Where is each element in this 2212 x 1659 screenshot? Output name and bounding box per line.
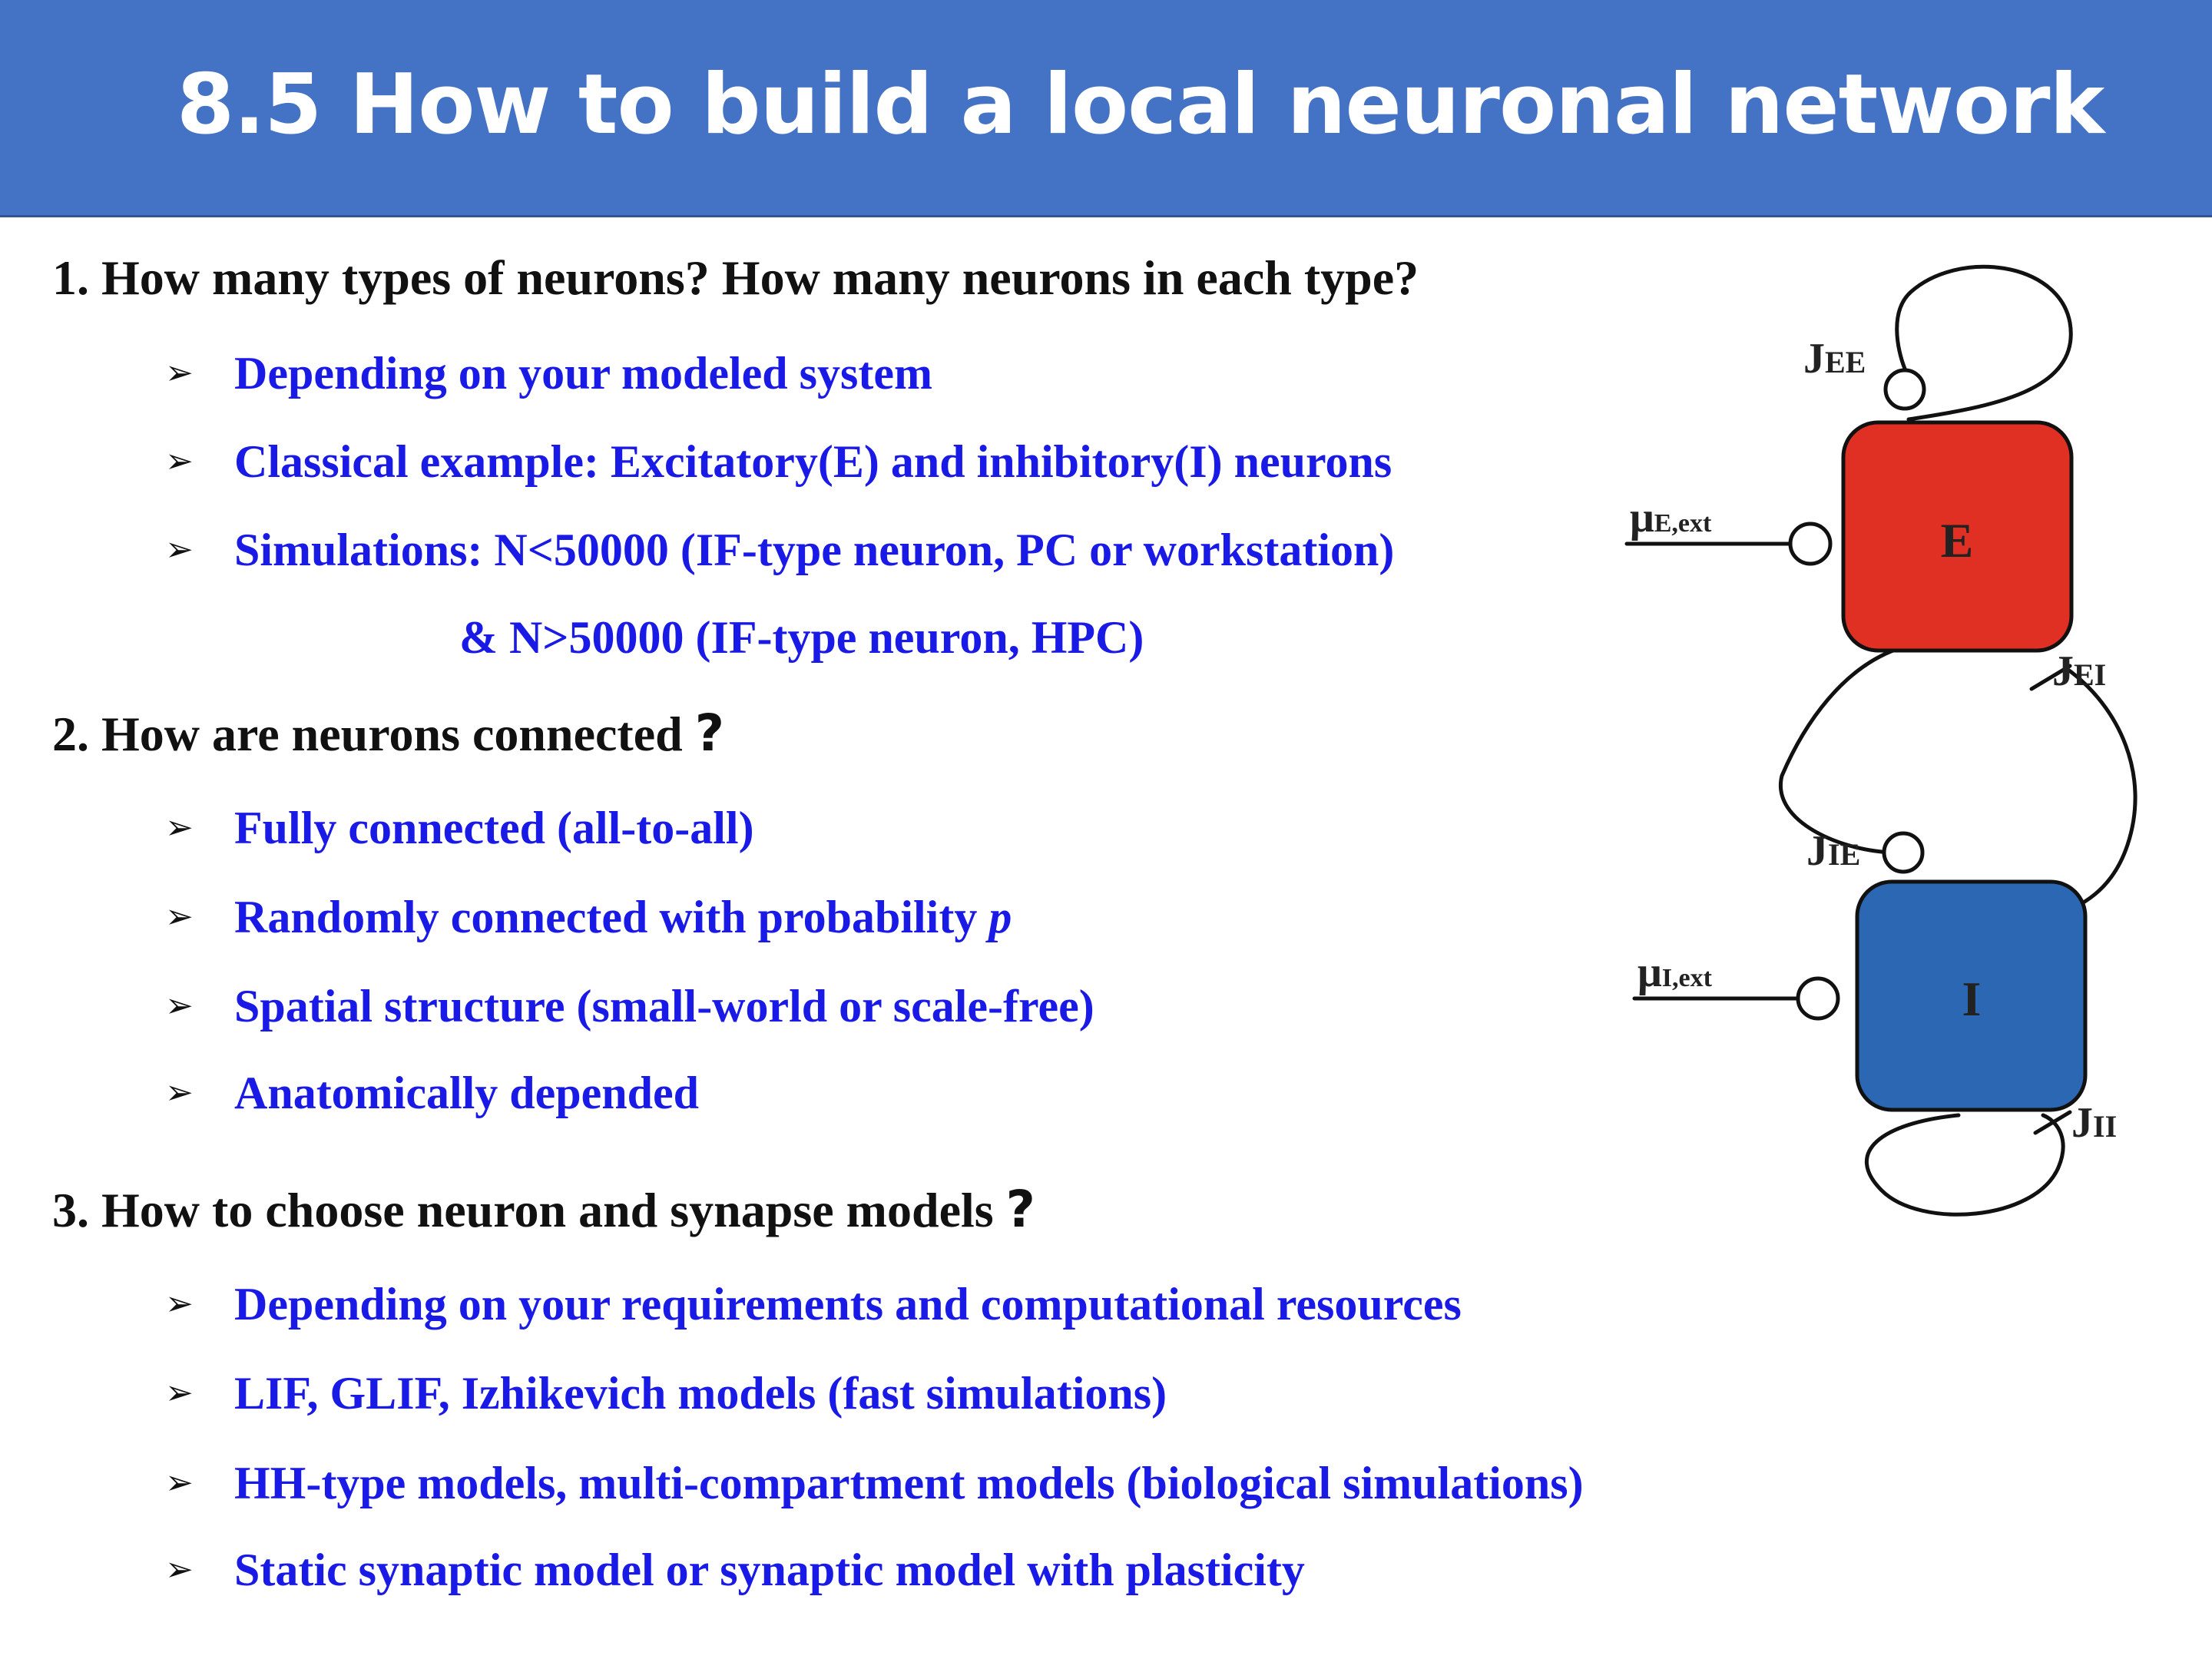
arrow-bullet-icon: ➢ bbox=[165, 1550, 194, 1589]
arrow-bullet-icon: ➢ bbox=[165, 1073, 194, 1112]
mu-e-label: μE,ext bbox=[1630, 494, 1712, 541]
inhibitory-node bbox=[1855, 879, 2088, 1112]
arrow-bullet-icon: ➢ bbox=[165, 986, 194, 1025]
bullet-text: HH-type models, multi-compartment models… bbox=[234, 1458, 1584, 1508]
mu-i-circle-terminal bbox=[1796, 976, 1840, 1021]
question-text: 2. How are neurons connected bbox=[52, 707, 683, 761]
bullet-text: Spatial structure (small-world or scale-… bbox=[234, 981, 1094, 1031]
jei-label: JEI bbox=[2052, 647, 2106, 695]
jee-circle-terminal bbox=[1883, 368, 1926, 411]
bullet-text: Fully connected (all-to-all) bbox=[234, 803, 754, 853]
question-mark: ? bbox=[1005, 1180, 1035, 1239]
bullet-text: Depending on your modeled system bbox=[234, 348, 932, 399]
question-mark: ? bbox=[694, 704, 725, 763]
question-text: 3. How to choose neuron and synapse mode… bbox=[52, 1183, 994, 1237]
jee-loop bbox=[1895, 264, 2073, 422]
bullet-text: Depending on your requirements and compu… bbox=[234, 1279, 1462, 1330]
arrow-bullet-icon: ➢ bbox=[165, 808, 194, 847]
bullet-1-3-continuation: & N>50000 (IF-type neuron, HPC) bbox=[459, 612, 1144, 663]
arrow-bullet-icon: ➢ bbox=[165, 530, 194, 569]
arrow-bullet-icon: ➢ bbox=[165, 353, 194, 392]
question-2: 2. How are neurons connected ? bbox=[52, 703, 724, 765]
jii-loop bbox=[1864, 1113, 2065, 1217]
probability-symbol: p bbox=[988, 892, 1012, 942]
excitatory-node bbox=[1841, 420, 2074, 653]
jei-path bbox=[2048, 666, 2137, 920]
title-banner: 8.5 How to build a local neuronal networ… bbox=[0, 0, 2212, 217]
jie-path bbox=[1778, 647, 1899, 855]
jee-label: JEE bbox=[1803, 335, 1866, 382]
bullet-text: Anatomically depended bbox=[234, 1068, 700, 1118]
bullet-text: Classical example: Excitatory(E) and inh… bbox=[234, 436, 1392, 487]
jii-label: JII bbox=[2071, 1099, 2117, 1147]
bullet-text: Simulations: N<50000 (IF-type neuron, PC… bbox=[234, 525, 1395, 575]
arrow-bullet-icon: ➢ bbox=[165, 897, 194, 936]
ei-network-svg: E I JEE JEI JIE JII μE,ext μI,ext bbox=[1624, 264, 2137, 1217]
jie-label: JIE bbox=[1806, 827, 1860, 875]
jii-bar-terminal bbox=[2033, 1110, 2072, 1135]
bullet-text-main: Randomly connected with probability bbox=[234, 892, 989, 942]
arrow-bullet-icon: ➢ bbox=[165, 1463, 194, 1502]
mu-e-circle-terminal bbox=[1788, 522, 1833, 566]
arrow-bullet-icon: ➢ bbox=[165, 1373, 194, 1412]
jei-bar-terminal bbox=[2029, 664, 2072, 691]
ei-network-diagram: E I JEE JEI JIE JII μE,ext μI,ext bbox=[1590, 253, 2212, 1252]
arrow-bullet-icon: ➢ bbox=[165, 1284, 194, 1323]
bullet-text: Static synaptic model or synaptic model … bbox=[234, 1545, 1305, 1595]
bullet-text: LIF, GLIF, Izhikevich models (fast simul… bbox=[234, 1368, 1167, 1419]
node-e-label: E bbox=[1941, 513, 1974, 568]
arrow-bullet-icon: ➢ bbox=[165, 442, 194, 481]
mu-i-label: μI,ext bbox=[1637, 949, 1713, 996]
jie-circle-terminal bbox=[1882, 831, 1925, 874]
node-i-label: I bbox=[1962, 972, 1982, 1026]
question-1: 1. How many types of neurons? How many n… bbox=[52, 250, 1419, 305]
question-3: 3. How to choose neuron and synapse mode… bbox=[52, 1179, 1035, 1241]
page-title: 8.5 How to build a local neuronal networ… bbox=[177, 57, 2104, 153]
bullet-text: Randomly connected with probability p bbox=[234, 888, 1012, 946]
